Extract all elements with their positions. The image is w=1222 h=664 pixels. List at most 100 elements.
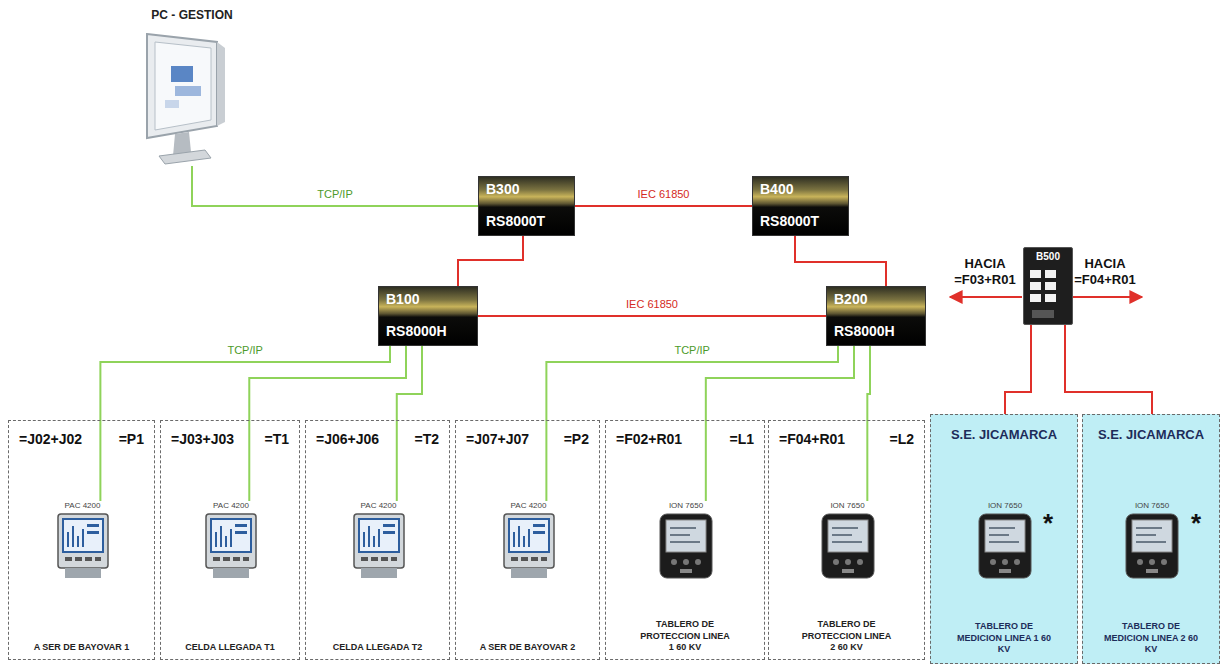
protocol-label: IEC 61850 — [623, 298, 681, 310]
illustration — [53, 512, 113, 581]
cabinet-code: =J02+J02 — [19, 431, 82, 447]
outgoing-arrow — [950, 296, 1022, 298]
node-text: PAC 4200 — [349, 501, 409, 510]
network-switch: B100RS8000H — [378, 286, 478, 346]
cabinet-code: =J07+J07 — [466, 431, 529, 447]
node-text: RS8000H — [834, 323, 895, 339]
cabinet-code: =F04+R01 — [779, 431, 845, 447]
computer-icon — [125, 26, 245, 170]
cabinet-code: =L2 — [889, 431, 914, 447]
node-text: S.E. JICAMARCA — [1096, 427, 1206, 442]
node-text: RS8000T — [760, 213, 819, 229]
network-link — [546, 346, 838, 501]
meter-device — [53, 512, 113, 585]
network-link — [575, 205, 752, 207]
network-switch: B300RS8000T — [478, 176, 575, 236]
cabinet-code: =P1 — [119, 431, 144, 447]
meter-device — [1122, 512, 1182, 585]
cabinet-panel: =J02+J02 =P1 A SER DE BAYOVAR 1 PAC 4200 — [8, 420, 155, 660]
outgoing-arrow — [1062, 296, 1142, 298]
meter-device — [975, 512, 1035, 585]
network-switch: B400RS8000T — [752, 176, 849, 236]
meter-device — [818, 512, 878, 585]
network-link — [795, 236, 886, 286]
ethernet-switch: B500 — [1023, 247, 1073, 325]
illustration — [1122, 512, 1182, 581]
cabinet-code: =T1 — [264, 431, 289, 447]
illustration — [656, 512, 716, 581]
illustration — [349, 512, 409, 581]
power-meter: ION 7650 — [656, 501, 716, 581]
substation-panel: S.E. JICAMARCATABLERO DE MEDICION LINEA … — [1082, 414, 1220, 664]
node-text: TABLERO DE MEDICION LINEA 1 60 KV — [956, 621, 1052, 655]
node-text: PAC 4200 — [201, 501, 261, 510]
network-link — [1005, 325, 1031, 501]
illustration — [1024, 264, 1062, 326]
meter-device — [349, 512, 409, 585]
cabinet-code: =J03+J03 — [171, 431, 234, 447]
node-text: CELDA LLEGADA T2 — [330, 642, 426, 653]
power-meter: ION 7650 — [818, 501, 878, 581]
power-meter: PAC 4200 — [499, 501, 559, 581]
note-mark: * — [1186, 508, 1206, 539]
node-text: B100 — [386, 291, 419, 307]
substation-panel: S.E. JICAMARCA TABLERO DE MEDICION LINEA … — [930, 414, 1078, 664]
meter-device — [656, 512, 716, 585]
node-text: S.E. JICAMARCA — [949, 427, 1059, 442]
node-text: ION 7650 — [1122, 501, 1182, 510]
protocol-label: TCP/IP — [671, 344, 712, 356]
network-link — [100, 346, 390, 501]
illustration — [201, 512, 261, 581]
network-link — [397, 346, 422, 501]
cabinet-code: =F02+R01 — [616, 431, 682, 447]
cabinet-panel: =F02+R01 =L1TABLERO DE PROTECCION LINEA 1… — [605, 420, 765, 660]
power-meter: ION 7650 — [1122, 501, 1182, 581]
cabinet-panel: =F04+R01 =L2TABLERO DE PROTECCION LINEA 2… — [768, 420, 925, 660]
node-text: RS8000H — [386, 323, 447, 339]
cabinet-panel: =J06+J06 =T2CELDA LLEGADA T2 PAC 4200 — [305, 420, 450, 660]
cabinet-code: =T2 — [414, 431, 439, 447]
protocol-label: TCP/IP — [314, 188, 355, 200]
meter-device — [201, 512, 261, 585]
node-text: A SER DE BAYOVAR 1 — [34, 642, 130, 653]
node-text: B400 — [760, 181, 793, 197]
direction-label: HACIA =F03+R01 — [948, 256, 1022, 287]
computer-node: PC - GESTION — [125, 6, 259, 166]
network-link — [249, 346, 406, 501]
protocol-label: IEC 61850 — [635, 188, 693, 200]
node-text: CELDA LLEGADA T1 — [182, 642, 278, 653]
network-link — [867, 346, 870, 501]
meter-device — [499, 512, 559, 585]
network-link — [706, 346, 854, 501]
network-link — [1065, 325, 1152, 501]
direction-label: HACIA =F04+R01 — [1068, 256, 1142, 287]
cabinet-code: =L1 — [729, 431, 754, 447]
illustration — [818, 512, 878, 581]
network-link — [458, 236, 523, 286]
node-text: PC - GESTION — [125, 8, 259, 22]
node-text: B200 — [834, 291, 867, 307]
node-text: TABLERO DE PROTECCION LINEA 2 60 KV — [799, 619, 895, 653]
node-text: RS8000T — [486, 213, 545, 229]
network-link — [192, 166, 478, 206]
network-link — [478, 315, 826, 317]
network-switch: B200RS8000H — [826, 286, 926, 346]
cabinet-code: =J06+J06 — [316, 431, 379, 447]
node-text: PAC 4200 — [53, 501, 113, 510]
illustration — [499, 512, 559, 581]
node-text: ION 7650 — [656, 501, 716, 510]
power-meter: ION 7650 — [975, 501, 1035, 581]
node-text: A SER DE BAYOVAR 2 — [480, 642, 576, 653]
cabinet-panel: =J03+J03 =T1CELDA LLEGADA T1 PAC 4200 — [160, 420, 300, 660]
protocol-label: TCP/IP — [224, 344, 265, 356]
node-text: TABLERO DE PROTECCION LINEA 1 60 KV — [637, 619, 733, 653]
note-mark: * — [1038, 508, 1058, 539]
node-text: B300 — [486, 181, 519, 197]
cabinet-panel: =J07+J07=P2A SER DE BAYOVAR 2PAC 4200 — [455, 420, 600, 660]
node-text: B500 — [1024, 251, 1072, 262]
